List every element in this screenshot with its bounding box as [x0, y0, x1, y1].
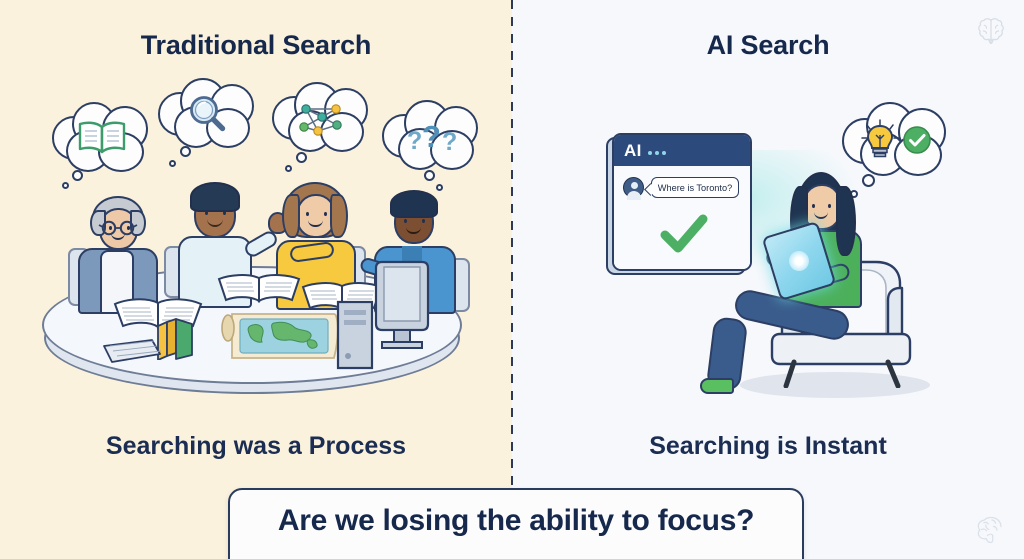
- user-message-text: Where is Toronto?: [657, 182, 733, 193]
- thought-bubble-network: [272, 82, 372, 172]
- left-panel-title: Traditional Search: [140, 30, 372, 60]
- brain-icon: [977, 516, 1002, 544]
- green-checkmark-icon: [660, 214, 708, 253]
- world-map: [212, 310, 342, 366]
- brain-icon: [978, 18, 1004, 45]
- thought-bubble-questions: ? ? ?: [382, 100, 482, 191]
- left-panel-caption: Searching was a Process: [105, 432, 407, 460]
- thought-bubble-book: [52, 102, 152, 189]
- stacked-books: [154, 316, 196, 361]
- ai-window-titlebar: AI: [614, 135, 750, 166]
- ai-app-label: AI: [624, 140, 642, 160]
- question-card: Are we losing the ability to focus?: [228, 488, 804, 559]
- open-book-icon: [78, 121, 126, 154]
- ai-status-dots-icon: [647, 151, 666, 155]
- open-book-person1: [112, 296, 204, 330]
- ai-chat-body: Where is Toronto?: [614, 166, 750, 269]
- desktop-computer: [332, 258, 436, 374]
- network-nodes-icon: [299, 104, 342, 136]
- svg-text:?: ?: [407, 127, 422, 155]
- right-panel-caption: Searching is Instant: [649, 432, 887, 460]
- thought-bubble-magnifier: [158, 78, 258, 167]
- ai-chat-window[interactable]: AI Where is Toronto?: [606, 133, 758, 279]
- lightbulb-icon: [861, 119, 900, 158]
- user-avatar-icon: [623, 177, 644, 200]
- user-message-bubble: Where is Toronto?: [651, 177, 739, 198]
- svg-text:?: ?: [442, 128, 457, 156]
- tablet-ai-orb-icon: [786, 248, 812, 274]
- magnifying-glass-icon: [190, 96, 226, 132]
- panel-divider: [511, 0, 513, 559]
- keyboard[interactable]: [100, 338, 164, 366]
- green-check-circle-icon: [903, 126, 931, 154]
- question-text: Are we losing the ability to focus?: [277, 504, 755, 537]
- thought-bubble-idea: [842, 102, 950, 198]
- right-panel-title: AI Search: [706, 30, 830, 60]
- question-marks-icon: ? ? ?: [407, 119, 457, 156]
- ai-search-panel: [512, 0, 1024, 559]
- svg-text:?: ?: [422, 119, 441, 154]
- eyeglasses-icon: [98, 220, 138, 236]
- open-book-person2: [216, 272, 302, 304]
